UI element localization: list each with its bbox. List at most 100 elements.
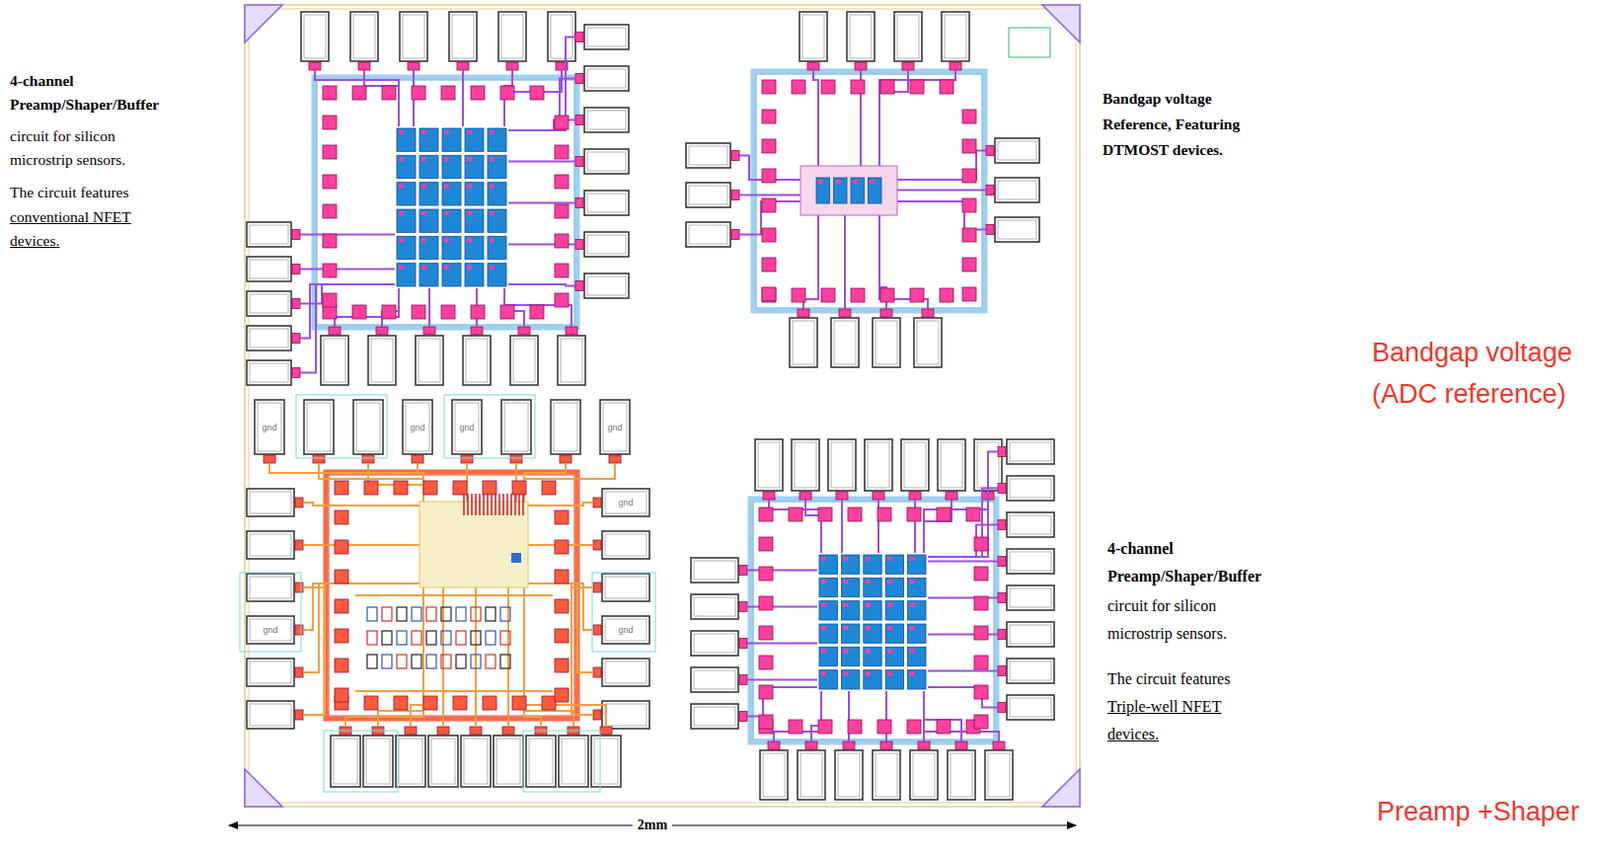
transistor-array [419,128,439,152]
pad-label: gnd [616,624,634,635]
bond-pad [246,700,304,729]
pad-outline [755,439,783,491]
transistor-array [419,182,439,206]
io-cell [759,685,773,699]
io-cell [541,480,556,495]
transistor-array [442,235,461,259]
pad-outline [846,11,875,62]
io-cell [880,79,895,94]
pad-outline [584,231,629,257]
io-cell [974,566,989,581]
pad-outline [994,177,1040,203]
transistor-array [908,670,926,689]
bond-pad [997,475,1055,501]
bond-pad [755,439,783,500]
metal-wire [927,670,998,673]
pad-opening [849,14,872,59]
logic-cell [381,630,392,645]
pad-outline [985,750,1013,800]
pad-opening [587,152,626,171]
pad-outline [947,750,976,800]
transistor-array [908,577,926,597]
bond-pad [791,439,820,500]
pad-tab [609,455,621,463]
transistor-array [885,646,904,666]
pad-tab [460,455,473,463]
contact [910,579,915,584]
pad-opening [838,753,860,797]
io-cell [482,480,497,495]
pad-tab [739,602,748,612]
pad-tab [997,593,1006,604]
finger-array [522,493,525,516]
transistor-array [863,623,882,643]
die [244,4,1080,807]
metal-wire [417,462,424,502]
metal-wire [747,606,818,609]
io-cell [441,85,456,100]
contact [910,556,915,561]
pad-tab [986,146,994,156]
io-cell [962,168,977,183]
pad-opening [306,402,331,452]
pad-outline [799,11,828,62]
pad-outline [584,66,629,91]
bond-pad [350,11,379,71]
bond-pad [685,222,740,247]
contact [466,184,472,189]
pad-opening [605,618,647,641]
pad-outline [602,658,650,686]
io-cell [393,480,408,495]
bond-pad [789,308,818,368]
pad-outline [591,735,621,787]
pad-outline [1006,585,1055,610]
metal-wire [508,202,576,205]
io-cell [453,480,467,495]
contact [489,211,495,216]
pad-tab [917,741,930,750]
io-cell [423,480,438,495]
pad-opening [249,328,289,348]
pad-opening [1009,588,1052,608]
pad-opening [529,738,553,784]
pad-tab [909,491,921,500]
seal-ring [248,8,1076,803]
bond-pad [593,658,650,686]
metal-wire [524,462,566,502]
contact [821,603,827,608]
metal-wire [303,543,420,546]
pad-tab [838,308,851,317]
transistor-array [819,554,838,574]
metal-wire [747,686,818,717]
contact [910,648,915,653]
io-cell [759,536,773,551]
metal-wire [879,70,909,176]
pad-tab [292,229,301,240]
pad-outline [301,11,329,62]
pad-opening [452,14,474,59]
pad-tab [762,491,775,500]
pad-opening [758,442,780,488]
pad-tab [575,156,584,167]
pad-outline [246,291,292,316]
io-cell [962,228,977,242]
transistor-array [816,177,831,204]
io-cell [364,695,379,710]
contact [865,648,871,653]
transistor-array [863,646,882,666]
metal-wire [843,205,846,309]
pad-outline [246,488,295,517]
bond-pad [460,726,491,787]
pad-tab [739,638,748,649]
io-cell [788,507,803,522]
contact [865,603,871,608]
circuit-block [685,11,1040,368]
contact [821,625,827,630]
io-cell [962,139,977,153]
pad-outline [246,325,292,351]
pad-opening [605,661,647,684]
pad-opening [587,193,626,213]
pad-outline [584,190,629,216]
pad-opening [605,703,647,726]
pad-tab [295,497,304,508]
